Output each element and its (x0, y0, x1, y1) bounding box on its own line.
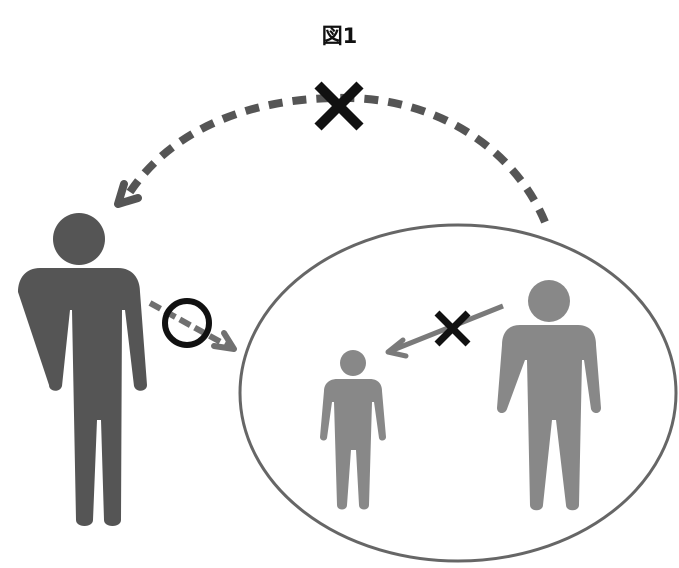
left-arrow-head (211, 330, 237, 352)
left-to-group-arrow (148, 300, 230, 349)
person-adult-icon (18, 213, 147, 526)
dashed-curved-arrow (124, 93, 549, 224)
figure-title: 図1 (321, 24, 358, 48)
person-child-icon (320, 350, 386, 510)
circle-mark-icon (162, 298, 212, 348)
inner-cross-mark-icon (434, 310, 471, 347)
cross-mark-icon (314, 81, 364, 131)
group-ellipse (238, 223, 678, 563)
person-adult-right-icon (497, 280, 601, 511)
dashed-arrow-head (114, 180, 142, 208)
inner-arrow-head (385, 337, 409, 359)
